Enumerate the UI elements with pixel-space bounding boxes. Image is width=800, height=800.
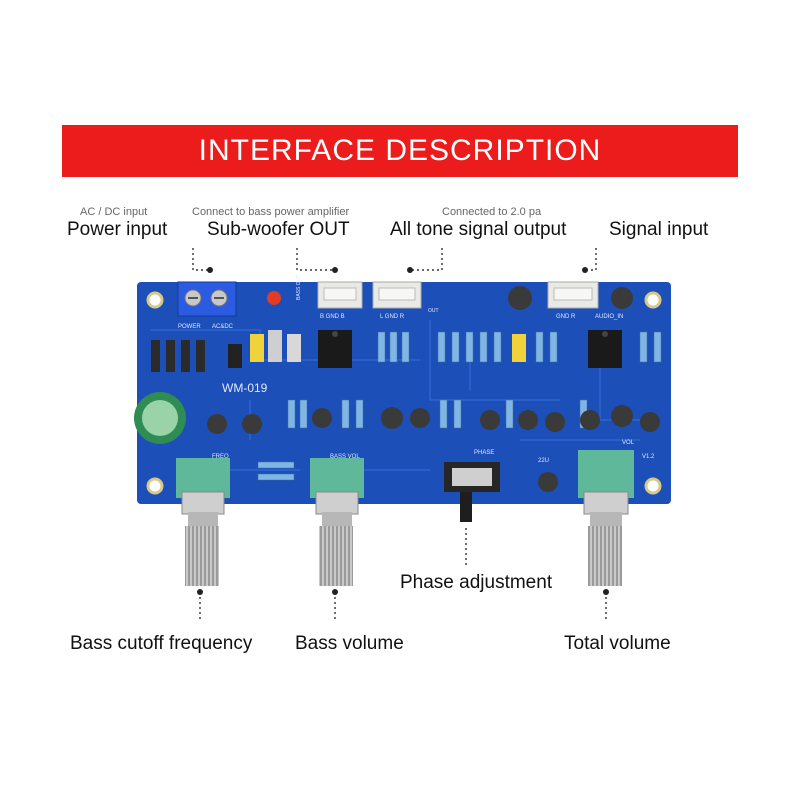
- silk-power: POWER: [178, 324, 201, 330]
- silk-v12: V1.2: [642, 454, 655, 460]
- mounting-holes: [146, 291, 662, 495]
- bass-cutoff-label: Bass cutoff frequency: [70, 633, 253, 654]
- resistors: [257, 331, 662, 481]
- silk-freq: FREQ: [212, 454, 229, 460]
- bass-volume-potentiometer: [310, 458, 364, 586]
- leader-subwoofer-out: [296, 248, 335, 271]
- leader-all-tone-output: [410, 248, 443, 271]
- total-volume-label: Total volume: [564, 633, 671, 654]
- silk-audio-in: AUDIO_IN: [595, 314, 623, 320]
- op-amp-chip-right: [588, 330, 622, 368]
- silk-out: OUT: [428, 308, 439, 314]
- phase-adjustment-label: Phase adjustment: [400, 572, 553, 593]
- bass-out-connector: [317, 281, 363, 309]
- op-amp-chip-left: [318, 330, 352, 368]
- subwoofer-out-label: Sub-woofer OUT: [207, 219, 350, 240]
- diodes: [151, 340, 205, 372]
- power-input-label: Power input: [67, 219, 168, 240]
- silk-in-pins: GND R: [556, 314, 576, 320]
- freq-potentiometer: [176, 458, 230, 586]
- all-tone-output-label: All tone signal output: [390, 219, 567, 240]
- capacitors: [134, 286, 660, 492]
- silk-vol: VOL: [622, 440, 635, 446]
- silk-cap: 22U: [538, 458, 549, 464]
- signal-input-connector: [547, 281, 599, 309]
- subwoofer-out-sublabel: Connect to bass power amplifier: [192, 206, 350, 218]
- silk-bass-vol: BASS VOL: [330, 454, 360, 460]
- bass-volume-label: Bass volume: [295, 633, 404, 654]
- phase-switch: [444, 462, 500, 522]
- all-tone-output-sublabel: Connected to 2.0 pa: [442, 206, 542, 218]
- power-input-sublabel: AC / DC input: [80, 206, 148, 218]
- silk-phase: PHASE: [474, 450, 494, 456]
- total-volume-potentiometer: [578, 450, 634, 586]
- power-terminal: [177, 281, 237, 317]
- power-led: [267, 291, 281, 305]
- silk-model: WM-019: [222, 381, 268, 395]
- banner-title: INTERFACE DESCRIPTION: [198, 134, 602, 167]
- signal-input-label: Signal input: [609, 219, 709, 240]
- leader-lines: [192, 248, 607, 620]
- silk-bass-out: BASS OUT: [296, 275, 302, 300]
- silk-out-pins: L GND R: [380, 314, 405, 320]
- leader-power-input: [192, 248, 210, 271]
- leader-signal-input: [585, 248, 597, 271]
- silk-acdc: AC&DC: [212, 324, 234, 330]
- leader-dots: [197, 267, 609, 595]
- title-banner: INTERFACE DESCRIPTION: [62, 125, 738, 177]
- all-tone-output-connector: [372, 281, 422, 309]
- silk-bass-out-pins: B GND B: [320, 314, 345, 320]
